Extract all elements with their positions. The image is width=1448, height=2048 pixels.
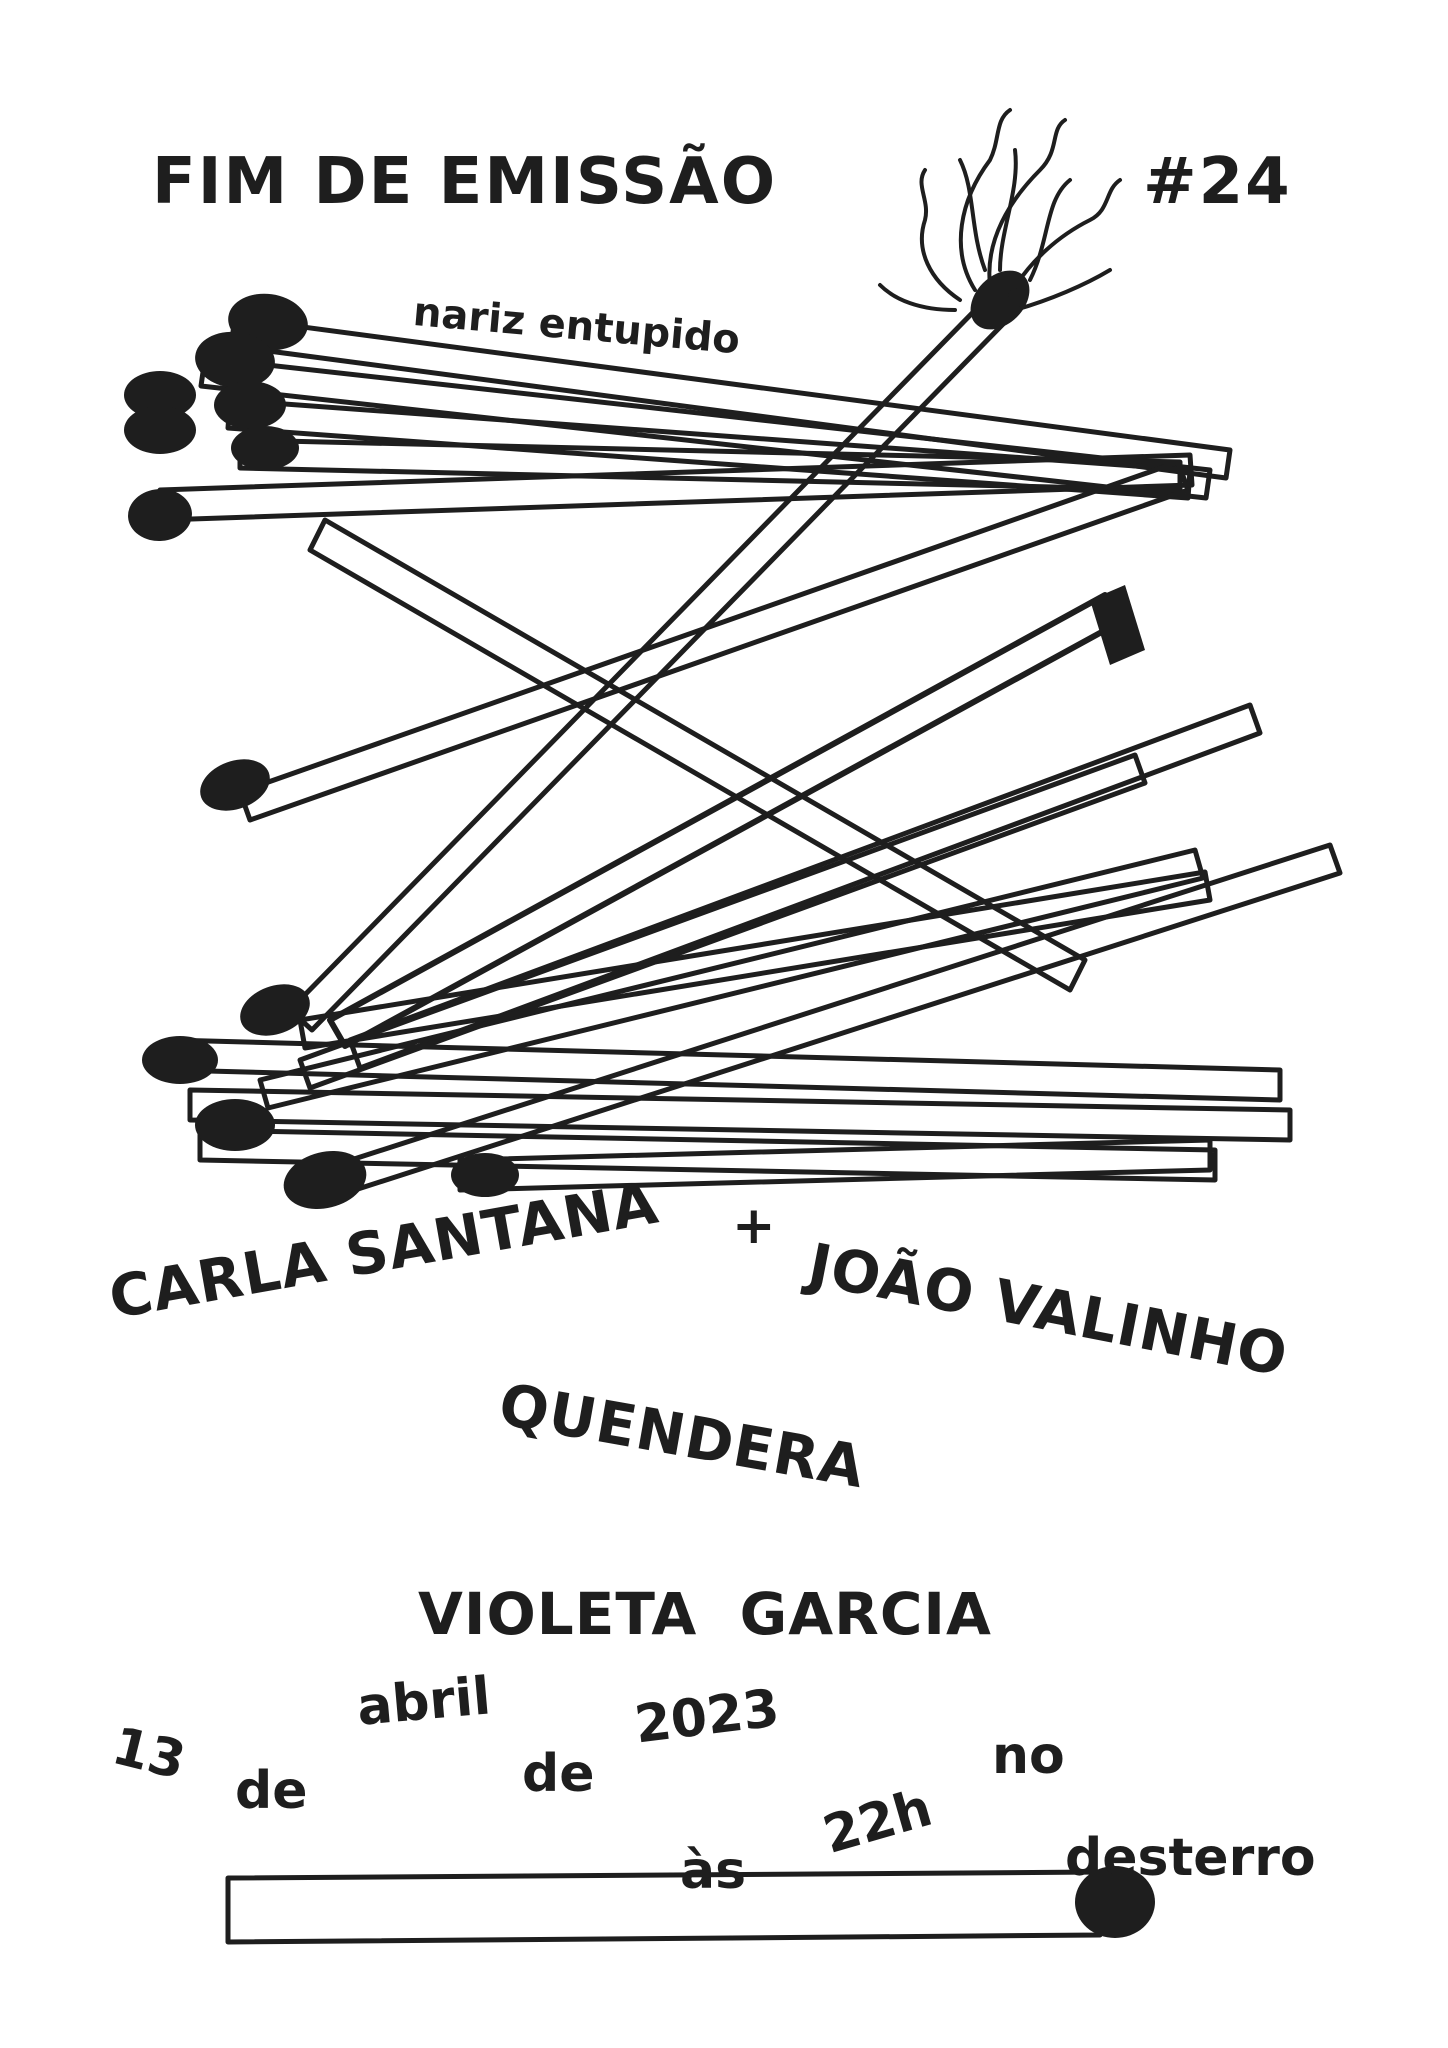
date-month: abril — [354, 1666, 493, 1738]
date-de-1: de — [235, 1761, 308, 1821]
venue-name: desterro — [1065, 1828, 1316, 1888]
venue-no: no — [992, 1726, 1065, 1786]
plus-sign: + — [732, 1196, 777, 1256]
date-de-2: de — [522, 1744, 595, 1804]
date-day: 13 — [106, 1716, 192, 1792]
edition-number: #24 — [1143, 145, 1292, 219]
artist-violeta-garcia: VIOLETA GARCIA — [418, 1580, 992, 1648]
time-as: às — [680, 1841, 747, 1901]
poster-title: FIM DE EMISSÃO — [152, 145, 778, 219]
